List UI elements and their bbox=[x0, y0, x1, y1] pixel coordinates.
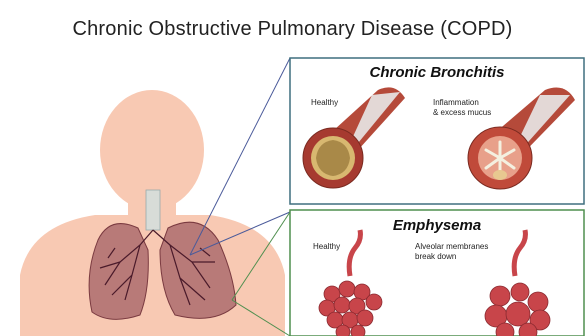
bronchitis-inflammation-line1: Inflammation bbox=[433, 98, 491, 108]
bronchitis-inflammation-line2: & excess mucus bbox=[433, 108, 491, 118]
bronchitis-heading: Chronic Bronchitis bbox=[290, 64, 584, 81]
emphysema-damage-line1: Alveolar membranes bbox=[415, 242, 488, 252]
emphysema-heading: Emphysema bbox=[290, 217, 584, 234]
bronchitis-healthy-label: Healthy bbox=[311, 98, 338, 108]
emphysema-healthy-label: Healthy bbox=[313, 242, 340, 252]
bronchitis-inflammation-label: Inflammation & excess mucus bbox=[433, 98, 491, 118]
emphysema-damage-line2: break down bbox=[415, 252, 488, 262]
emphysema-damage-label: Alveolar membranes break down bbox=[415, 242, 488, 262]
